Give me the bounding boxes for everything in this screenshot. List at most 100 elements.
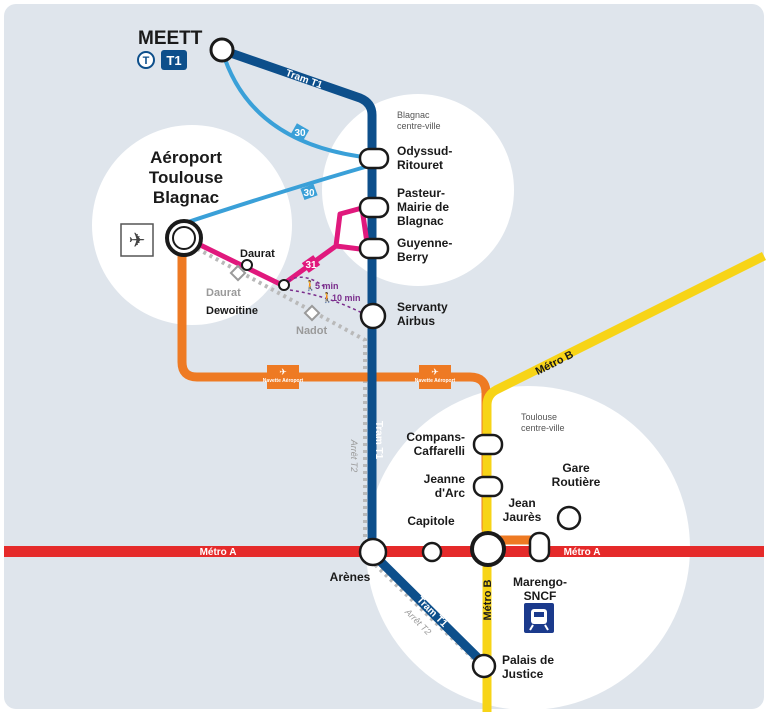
station-daurat-t2[interactable] [229, 264, 247, 282]
label-line: Servanty [397, 300, 448, 314]
tram-t1-line [220, 45, 488, 668]
label-line: Blagnac [397, 110, 430, 120]
bus-30-badge-2-text: 30 [303, 188, 315, 199]
meett-label: MEETT [138, 28, 203, 49]
metro-b-line [482, 251, 767, 712]
label-line: Palais de [502, 653, 554, 667]
compans-label: Compans-Caffarelli [406, 430, 465, 458]
metro-b-label-bottom: Métro B [482, 579, 494, 620]
navette-badge-1-icon: ✈ [279, 368, 287, 378]
label-line: Berry [397, 250, 429, 264]
airplane-icon [120, 223, 154, 257]
pedestrian-icon: 🚶 [304, 279, 316, 292]
label-line: Blagnac [153, 188, 219, 207]
bus-30-badge-2 [300, 183, 318, 201]
navette-badge-1-label: Navette Aéroport [263, 378, 304, 384]
label-line: Gare [562, 461, 590, 475]
odyssud-label: Odyssud-Ritouret [397, 144, 452, 172]
navette-badge-1: ✈ Navette Aéroport [263, 365, 304, 389]
label-line: Jaurès [503, 510, 542, 524]
daurat-label: Daurat [240, 248, 275, 260]
label-line: Caffarelli [414, 444, 465, 458]
pedestrian-icon-2: 🚶 [321, 291, 333, 304]
label-line: Routière [552, 475, 601, 489]
label-line: Compans- [406, 430, 465, 444]
line-31-badge [301, 255, 321, 273]
label-line: Blagnac [397, 214, 444, 228]
train-icon-leg-left [529, 624, 534, 631]
capitole-label: Capitole [407, 514, 455, 528]
t1-badge [161, 50, 187, 70]
label-line: Toulouse [149, 168, 223, 187]
train-icon-window [534, 612, 544, 617]
station-jean-jaures[interactable] [470, 531, 506, 567]
walk-5min-label: 5 min [315, 281, 339, 291]
bus-30-badge-1-text: 30 [294, 128, 306, 139]
station-compans[interactable] [472, 433, 504, 456]
navette-badge-2-label: Navette Aéroport [415, 378, 456, 384]
station-capitole[interactable] [421, 541, 443, 563]
label-line: Jeanne [424, 472, 466, 486]
label-line: Justice [502, 667, 544, 681]
arret-t2-line [184, 240, 482, 667]
station-palais[interactable] [471, 653, 497, 679]
tram-t1-label-mid: Tram T1 [373, 421, 384, 460]
station-jeanne[interactable] [472, 475, 504, 498]
station-aeroport-inner [172, 226, 196, 250]
train-icon-leg-right [544, 624, 549, 631]
station-pasteur[interactable] [358, 196, 390, 219]
marengo-label: Marengo-SNCF [513, 575, 567, 603]
label-line: centre-ville [521, 423, 565, 433]
t1-badge-text: T1 [166, 53, 181, 68]
airplane-glyph: ✈ [129, 228, 146, 252]
label-line: SNCF [524, 589, 557, 603]
label-line: d'Arc [435, 486, 466, 500]
metro-a-label-right: Métro A [564, 547, 601, 558]
arret-t2-label-mid: Arrêt T2 [349, 439, 359, 473]
dewoitine-label: Dewoitine [206, 305, 258, 317]
bus-30-line-meett [220, 49, 373, 160]
station-daurat[interactable] [241, 259, 253, 271]
line-31-badge-text: 31 [305, 260, 317, 271]
walk-path-5min [283, 276, 327, 289]
label-line: Pasteur- [397, 186, 445, 200]
label-line: Mairie de [397, 200, 449, 214]
metro-a-label-left: Métro A [200, 547, 237, 558]
navette-badge-2-icon: ✈ [431, 368, 439, 378]
station-meett[interactable] [209, 37, 235, 63]
nadot-label: Nadot [296, 325, 328, 337]
station-odyssud[interactable] [358, 147, 390, 170]
station-dewoitine[interactable] [278, 279, 290, 291]
station-arenes[interactable] [358, 537, 388, 567]
label-line: Ritouret [397, 158, 443, 172]
station-marengo[interactable] [528, 531, 551, 563]
label-line: Aéroport [150, 148, 222, 167]
tisseo-badge-text: T [143, 55, 150, 67]
station-guyenne[interactable] [358, 237, 390, 260]
label-line: Odyssud- [397, 144, 452, 158]
guyenne-label: Guyenne-Berry [397, 236, 452, 264]
station-nadot[interactable] [303, 304, 321, 322]
bus-30-line-airport [181, 163, 373, 226]
bus-30-badge-1 [290, 123, 310, 141]
label-line: Airbus [397, 314, 435, 328]
label-line: centre-ville [397, 121, 441, 131]
daurat-t2-label: Daurat [206, 287, 241, 299]
station-gare-routiere[interactable] [556, 505, 582, 531]
station-servanty[interactable] [359, 302, 387, 330]
tisseo-badge [137, 51, 155, 69]
label-line: Guyenne- [397, 236, 452, 250]
arenes-label: Arènes [330, 570, 371, 584]
walk-10min-label: 10 min [332, 293, 361, 303]
label-line: Marengo- [513, 575, 567, 589]
